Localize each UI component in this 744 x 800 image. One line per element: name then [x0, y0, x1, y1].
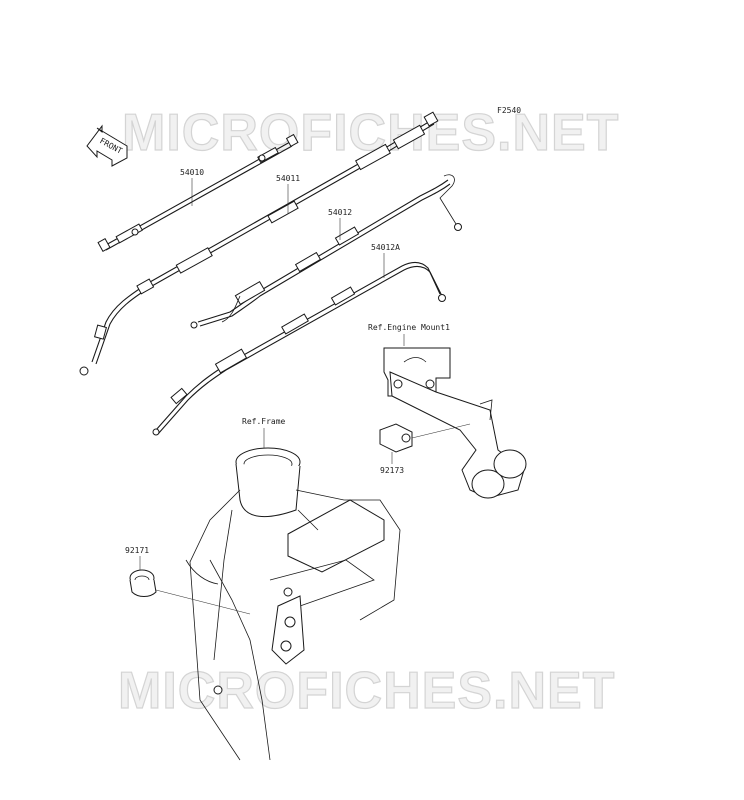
watermark-bottom: MICROFICHES.NET	[118, 662, 615, 720]
label-54012A: 54012A	[371, 243, 400, 252]
label-54012: 54012	[328, 208, 352, 217]
label-54011: 54011	[276, 174, 300, 183]
cable-54010	[97, 133, 299, 252]
watermark-top: MICROFICHES.NET	[122, 104, 619, 162]
label-92171: 92171	[125, 546, 149, 555]
label-92173: 92173	[380, 466, 404, 475]
cable-54011	[79, 111, 439, 376]
label-54010: 54010	[180, 168, 204, 177]
clamp-92173	[379, 423, 471, 453]
clamp-92171	[129, 569, 251, 615]
label-ref-frame: Ref.Frame	[242, 417, 286, 426]
frame-assembly	[185, 447, 401, 761]
cable-54012A	[152, 261, 446, 436]
engine-mount-bracket	[383, 347, 527, 499]
diagram-code: F2540	[497, 106, 521, 115]
cable-54012	[190, 174, 462, 329]
front-arrow-icon: FRONT	[86, 124, 128, 167]
label-ref-engine-mount: Ref.Engine Mount1	[368, 323, 450, 332]
